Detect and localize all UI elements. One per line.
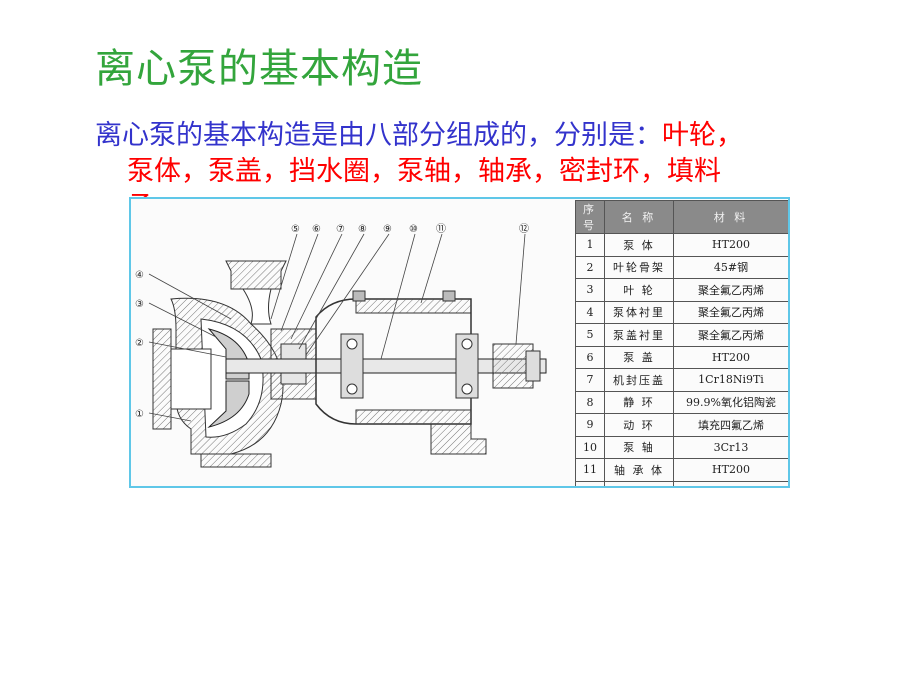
part-name: 泵 轴	[604, 435, 674, 459]
intro-item-first: 叶轮，	[662, 120, 743, 151]
callout-6: ⑥	[312, 224, 321, 235]
callout-1: ①	[135, 409, 144, 420]
part-material: HT200	[673, 458, 788, 482]
callout-12: ⑫	[519, 223, 529, 235]
callout-4: ④	[135, 270, 144, 281]
part-material: 3Cr13	[673, 435, 788, 459]
part-material: HT200	[673, 345, 788, 369]
part-name: 泵 盖	[604, 345, 674, 369]
callout-7: ⑦	[336, 224, 345, 235]
callout-2: ②	[135, 338, 144, 349]
part-name: 动 环	[604, 413, 674, 437]
callout-9: ⑨	[383, 224, 392, 235]
part-name: 泵盖衬里	[604, 323, 674, 347]
part-name: 静 环	[604, 390, 674, 414]
callout-5: ⑤	[291, 224, 300, 235]
callout-8: ⑧	[358, 224, 367, 235]
callout-3: ③	[135, 299, 144, 310]
slide-title: 离心泵的基本构造	[95, 46, 423, 92]
part-name: 叶轮骨架	[604, 255, 674, 279]
part-material: 聚全氟乙丙烯	[673, 323, 788, 347]
part-number: 6	[575, 345, 605, 369]
part-name: 泵 体	[604, 233, 674, 257]
part-number: 3	[575, 278, 605, 302]
part-material: 99.9%氧化铝陶瓷	[673, 390, 788, 414]
part-number: 2	[575, 255, 605, 279]
part-material: 聚全氟乙丙烯	[673, 300, 788, 324]
part-number: 11	[575, 458, 605, 482]
part-name: 泵体衬里	[604, 300, 674, 324]
header-material: 材 料	[673, 200, 788, 234]
part-number: 1	[575, 233, 605, 257]
pump-cross-section-drawing: ① ② ③ ④ ⑤ ⑥ ⑦ ⑧ ⑨ ⑩ ⑪ ⑫	[135, 223, 547, 468]
part-material: 填充四氟乙烯	[673, 413, 788, 437]
part-number: 8	[575, 390, 605, 414]
part-material: 1Cr18Ni9Ti	[673, 368, 788, 392]
part-name: 联 轴 器	[604, 480, 674, 486]
part-name: 机封压盖	[604, 368, 674, 392]
parts-table-header-row: 序号 名 称 材 料	[575, 200, 788, 234]
part-number: 10	[575, 435, 605, 459]
part-material: 45#钢	[673, 255, 788, 279]
table-row: 12联 轴 器HT200	[575, 480, 788, 486]
part-name: 轴 承 体	[604, 458, 674, 482]
part-material: 聚全氟乙丙烯	[673, 278, 788, 302]
intro-items: 泵体，泵盖，挡水圈，泵轴，轴承，密封环，填料	[127, 156, 721, 187]
part-number: 9	[575, 413, 605, 437]
intro-text: 离心泵的基本构造是由八部分组成的，分别是：叶轮， 泵体，泵盖，挡水圈，泵轴，轴承…	[95, 118, 835, 200]
callout-10: ⑩	[409, 224, 418, 235]
header-name: 名 称	[604, 200, 674, 234]
part-number: 5	[575, 323, 605, 347]
callout-11: ⑪	[436, 223, 446, 235]
part-number: 4	[575, 300, 605, 324]
part-name: 叶 轮	[604, 278, 674, 302]
intro-items-tail: 函。	[95, 190, 835, 200]
part-material: HT200	[673, 480, 788, 486]
intro-lead: 离心泵的基本构造是由八部分组成的，分别是：	[95, 120, 662, 151]
header-number: 序号	[575, 200, 605, 234]
part-number: 12	[575, 480, 605, 486]
part-number: 7	[575, 368, 605, 392]
part-material: HT200	[673, 233, 788, 257]
